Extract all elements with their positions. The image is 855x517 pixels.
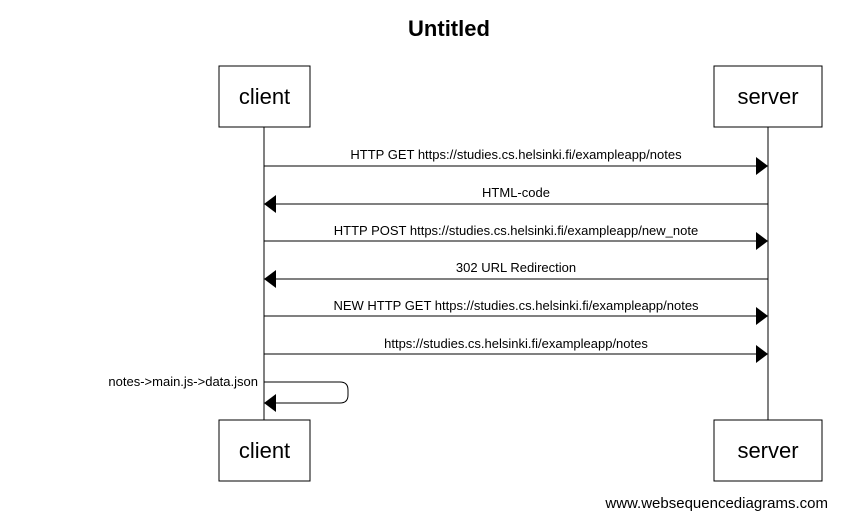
message-2-label: HTML-code xyxy=(482,185,550,200)
message-4: 302 URL Redirection xyxy=(264,260,768,288)
message-6: https://studies.cs.helsinki.fi/exampleap… xyxy=(264,336,768,363)
message-1: HTTP GET https://studies.cs.helsinki.fi/… xyxy=(264,147,768,175)
message-6-label: https://studies.cs.helsinki.fi/exampleap… xyxy=(384,336,648,351)
participant-server-top: server xyxy=(713,65,823,128)
message-4-label: 302 URL Redirection xyxy=(456,260,576,275)
participant-client-top: client xyxy=(218,65,311,128)
participant-client-bottom: client xyxy=(218,419,311,482)
participant-server-bottom-label: server xyxy=(737,438,798,463)
message-2: HTML-code xyxy=(264,185,768,213)
participant-client-top-label: client xyxy=(239,84,290,109)
footer-watermark: www.websequencediagrams.com xyxy=(604,495,828,512)
participant-server-bottom: server xyxy=(713,419,823,482)
message-3: HTTP POST https://studies.cs.helsinki.fi… xyxy=(264,223,768,250)
message-5: NEW HTTP GET https://studies.cs.helsinki… xyxy=(264,298,768,325)
message-1-label: HTTP GET https://studies.cs.helsinki.fi/… xyxy=(350,147,682,162)
participant-client-bottom-label: client xyxy=(239,438,290,463)
message-3-label: HTTP POST https://studies.cs.helsinki.fi… xyxy=(334,223,698,238)
diagram-title: Untitled xyxy=(408,16,490,41)
message-5-label: NEW HTTP GET https://studies.cs.helsinki… xyxy=(333,298,699,313)
message-7-self: notes->main.js->data.json xyxy=(108,374,349,412)
participant-server-top-label: server xyxy=(737,84,798,109)
message-7-label: notes->main.js->data.json xyxy=(108,374,258,389)
